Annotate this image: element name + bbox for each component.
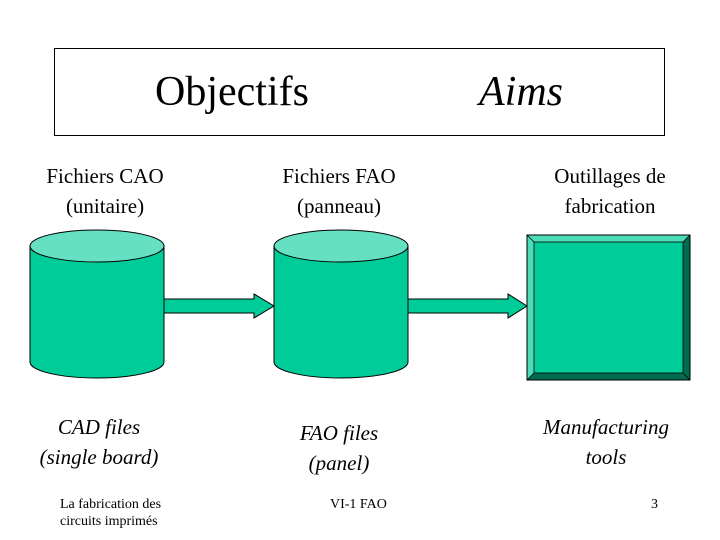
title-box: Objectifs Aims — [54, 48, 665, 136]
caption-tools-en: Manufacturing tools — [543, 415, 669, 469]
caption-cad-fr: Fichiers CAO (unitaire) — [46, 164, 164, 218]
arrow-cad-to-fao — [163, 293, 275, 319]
title-aims: Aims — [479, 69, 563, 115]
fao-files-cylinder — [273, 229, 409, 379]
footer-course-title: La fabrication des circuits imprimés — [60, 497, 162, 529]
caption-fao-en: FAO files (panel) — [299, 421, 379, 475]
arrow-fao-to-tools — [407, 293, 528, 319]
footer-chapter: VI-1 FAO — [330, 497, 387, 512]
footer-page-number: 3 — [651, 497, 658, 512]
caption-cad-en: CAD files (single board) — [39, 415, 159, 469]
caption-fao-fr: Fichiers FAO (panneau) — [282, 164, 396, 218]
title-objectifs: Objectifs — [155, 69, 309, 115]
caption-tools-fr: Outillages de fabrication — [554, 164, 666, 218]
cad-files-cylinder — [29, 229, 165, 379]
manufacturing-tools-box — [526, 234, 691, 381]
